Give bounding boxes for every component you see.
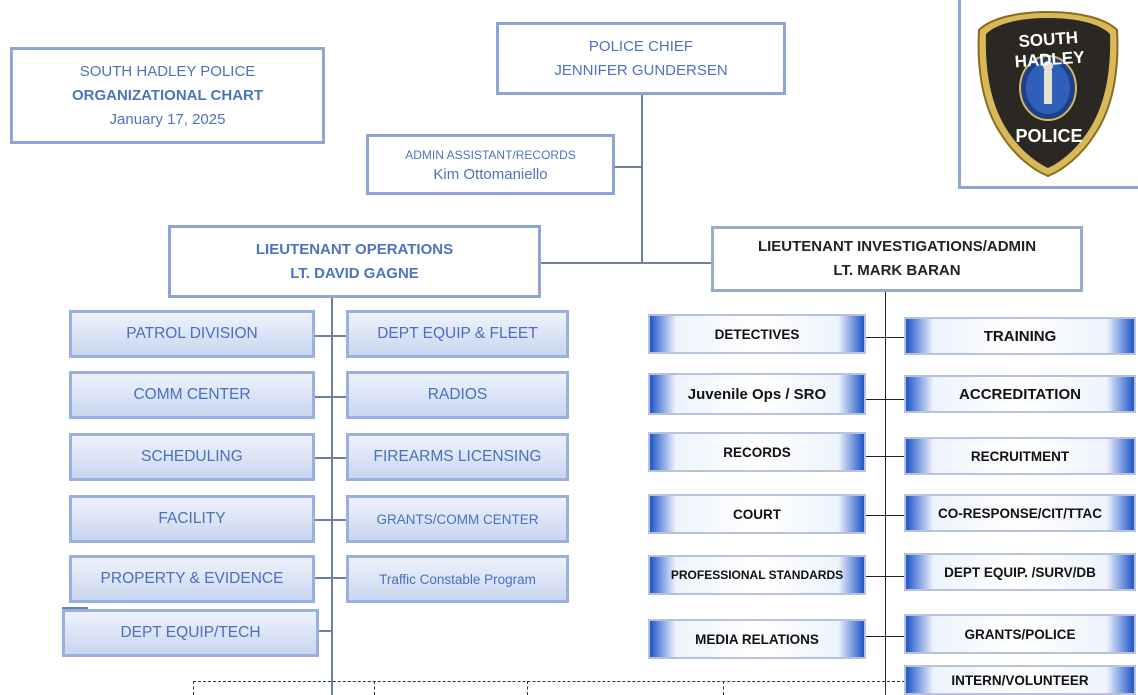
dashed-drop (193, 681, 194, 695)
ops-tie (314, 335, 350, 337)
ops-spine (331, 297, 333, 695)
unit-accreditation: ACCREDITATION (904, 375, 1136, 413)
header-date: January 17, 2025 (109, 110, 226, 128)
admin-assistant-box: ADMIN ASSISTANT/RECORDS Kim Ottomaniello (366, 134, 615, 195)
header-line2: ORGANIZATIONAL CHART (71, 86, 264, 104)
ops-tie (318, 630, 332, 632)
dashed-drop (374, 681, 375, 695)
unit-records: RECORDS (648, 432, 866, 472)
unit-intern-volunteer: INTERN/VOLUNTEER (904, 665, 1136, 695)
unit-radios: RADIOS (346, 371, 569, 419)
police-patch-icon (977, 10, 1119, 178)
admin-name: Kim Ottomaniello (433, 165, 548, 183)
inv-tie (866, 576, 906, 577)
unit-dept-equip-fleet: DEPT EQUIP & FLEET (346, 310, 569, 358)
police-chief-box: POLICE CHIEF JENNIFER GUNDERSEN (496, 22, 786, 95)
connector-admin (614, 166, 642, 168)
ops-tie (314, 577, 350, 579)
unit-scheduling: SCHEDULING (69, 433, 315, 481)
lt-ops-title: LIEUTENANT OPERATIONS (255, 240, 454, 258)
unit-dept-equip-surv: DEPT EQUIP. /SURV/DB (904, 553, 1136, 591)
unit-training: TRAINING (904, 317, 1136, 355)
badge-panel: SOUTH HADLEY POLICE (958, 0, 1138, 189)
ops-tie (314, 457, 350, 459)
inv-spine (885, 290, 886, 695)
unit-dept-equip-tech: DEPT EQUIP/TECH (62, 609, 319, 657)
connector-chief (641, 94, 643, 264)
header-line1: SOUTH HADLEY POLICE (79, 62, 256, 80)
unit-firearms-licensing: FIREARMS LICENSING (346, 433, 569, 481)
unit-co-response: CO-RESPONSE/CIT/TTAC (904, 494, 1136, 532)
lt-inv-name: LT. MARK BARAN (833, 262, 961, 279)
lt-investigations-box: LIEUTENANT INVESTIGATIONS/ADMIN LT. MARK… (711, 226, 1083, 292)
lt-ops-name: LT. DAVID GAGNE (290, 264, 419, 282)
chief-title: POLICE CHIEF (588, 37, 694, 55)
inv-tie (866, 515, 906, 516)
dashed-drop (885, 681, 886, 695)
dashed-line (193, 681, 905, 682)
unit-grants-police: GRANTS/POLICE (904, 614, 1136, 654)
unit-professional-standards: PROFESSIONAL STANDARDS (648, 555, 866, 595)
badge-bottom-text: POLICE (1015, 126, 1083, 146)
lt-operations-box: LIEUTENANT OPERATIONS LT. DAVID GAGNE (168, 225, 541, 298)
unit-grants-comm-center: GRANTS/COMM CENTER (346, 495, 569, 543)
badge-top-text: SOUTH HADLEY (1014, 27, 1086, 72)
ops-tie (314, 519, 350, 521)
unit-juvenile-ops: Juvenile Ops / SRO (648, 373, 866, 415)
lt-inv-title: LIEUTENANT INVESTIGATIONS/ADMIN (757, 238, 1037, 255)
unit-patrol-division: PATROL DIVISION (69, 310, 315, 358)
inv-tie (866, 337, 906, 338)
unit-comm-center: COMM CENTER (69, 371, 315, 419)
ops-tie (314, 396, 350, 398)
unit-detectives: DETECTIVES (648, 314, 866, 354)
dashed-drop (723, 681, 724, 695)
unit-traffic-constable: Traffic Constable Program (346, 555, 569, 603)
unit-recruitment: RECRUITMENT (904, 437, 1136, 475)
unit-court: COURT (648, 494, 866, 534)
ops-tick (62, 607, 88, 609)
unit-media-relations: MEDIA RELATIONS (648, 619, 866, 659)
connector-lt-ops (540, 262, 642, 264)
chief-name: JENNIFER GUNDERSEN (554, 61, 728, 79)
inv-tie (866, 636, 906, 637)
inv-tie (866, 399, 906, 400)
unit-facility: FACILITY (69, 495, 315, 543)
unit-property-evidence: PROPERTY & EVIDENCE (69, 555, 315, 603)
connector-lt-inv (641, 262, 714, 264)
chart-title-box: SOUTH HADLEY POLICE ORGANIZATIONAL CHART… (10, 47, 325, 144)
admin-title: ADMIN ASSISTANT/RECORDS (405, 147, 576, 162)
dashed-drop (527, 681, 528, 695)
inv-tie (866, 456, 906, 457)
